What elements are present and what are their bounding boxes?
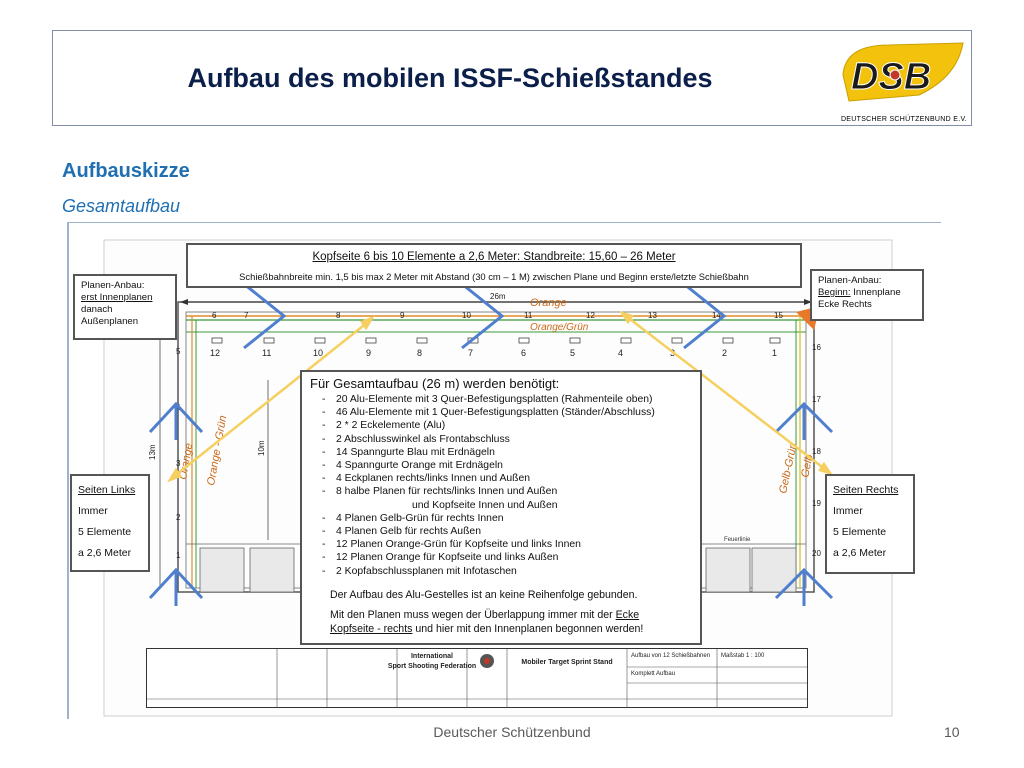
planen-left-l3: danach [81,304,113,315]
left-num: 5 [176,347,181,356]
note2-part-d: und hier mit den Innenplanen begonnen we… [412,622,644,635]
planen-left-box: Planen-Anbau: erst Innenplanen danach Au… [73,274,177,340]
seiten-rechts-l4: a 2,6 Meter [833,547,887,559]
list-item: 46 Alu-Elemente mit 1 Quer-Befestigungsp… [322,406,692,419]
footer-text: Deutscher Schützenbund [433,724,591,740]
planen-left-l4: Außenplanen [81,316,139,327]
lane-num: 1 [772,348,777,358]
top-num: 13 [648,311,657,320]
note2-part-c: Kopfseite - rechts [330,622,413,635]
top-num: 12 [586,311,595,320]
dim-left2: 10m [257,440,266,456]
seiten-links-l1: Seiten Links [78,484,136,496]
seiten-rechts-l1: Seiten Rechts [833,484,899,496]
list-item: 4 Planen Gelb für rechts Außen [322,525,692,538]
lane-num: 4 [618,348,623,358]
hand-orange-top: Orange [530,297,567,309]
top-num: 6 [212,311,217,320]
logo-subtext: DEUTSCHER SCHÜTZENBUND E.V. [840,116,968,123]
top-box: Kopfseite 6 bis 10 Elemente a 2,6 Meter:… [186,243,802,288]
feuerlinie-label: Feuerlinie [724,537,751,543]
svg-text:DSB: DSB [851,56,931,98]
left-num: 1 [176,551,181,560]
list-item: 4 Planen Gelb-Grün für rechts Innen [322,512,692,525]
list-item: 4 Spanngurte Orange mit Erdnägeln [322,459,692,472]
list-item: 8 halbe Planen für rechts/links Innen un… [322,485,692,498]
seiten-links-l2: Immer [78,505,108,517]
list-item: 4 Eckplanen rechts/links Innen und Außen [322,472,692,485]
planen-left-l1: Planen-Anbau: [81,280,145,291]
left-num: 3 [176,459,181,468]
top-num: 9 [400,311,405,320]
lane-num: 11 [262,348,271,358]
list-item: 14 Spanngurte Blau mit Erdnägeln [322,446,692,459]
section-title: Aufbauskizze [62,160,190,182]
requirements-list: 20 Alu-Elemente mit 3 Quer-Befestigungsp… [310,393,692,578]
list-item: 12 Planen Orange-Grün für Kopfseite und … [322,538,692,551]
lane-num: 7 [468,348,473,358]
requirements-note2: Mit den Planen muss wegen der Überlappun… [330,608,692,636]
drawing-title-block: International Sport Shooting Federation … [146,648,808,708]
note2-part-b: Ecke [615,608,640,621]
tb-name: Mobiler Target Sprint Stand [521,659,613,666]
top-num: 11 [524,311,533,320]
top-num: 10 [462,311,471,320]
top-num: 7 [244,311,249,320]
lane-num: 2 [722,348,727,358]
planen-left-l2: erst Innenplanen [81,292,153,303]
lane-num: 10 [313,348,323,358]
top-num: 8 [336,311,341,320]
right-num: 17 [812,395,821,404]
page-number: 10 [944,724,960,740]
header-box: Aufbau des mobilen ISSF-Schießstandes DS… [52,30,972,126]
section-subtitle: Gesamtaufbau [62,196,181,216]
right-num: 16 [812,343,821,352]
planen-right-l3: Innenplane [850,287,901,298]
lane-num: 8 [417,348,422,358]
tb-scale: Maßstab 1 : 100 [721,653,765,659]
seiten-links-l4: a 2,6 Meter [78,547,132,559]
lane-num: 9 [366,348,371,358]
lane-num: 5 [570,348,575,358]
top-box-line2: Schießbahnbreite min. 1,5 bis max 2 Mete… [239,270,749,282]
planen-right-l1: Planen-Anbau: [818,275,882,286]
tb-org1: International [410,653,453,660]
seiten-rechts-l3: 5 Elemente [833,526,887,538]
seiten-rechts-box: Seiten Rechts Immer 5 Elemente a 2,6 Met… [825,474,915,574]
list-item: und Kopfseite Innen und Außen [412,499,558,511]
lane-num: 12 [210,348,220,358]
right-num: 19 [812,499,821,508]
tb-desc2: Komplett Aufbau [631,671,676,677]
list-item: 20 Alu-Elemente mit 3 Quer-Befestigungsp… [322,393,692,406]
planen-right-l2: Beginn: [818,287,851,298]
list-item: 2 * 2 Eckelemente (Alu) [322,419,692,432]
seiten-links-box: Seiten Links Immer 5 Elemente a 2,6 Mete… [70,474,150,572]
hand-orange-gruen: Orange/Grün [530,322,589,333]
seiten-rechts-l2: Immer [833,505,863,517]
planen-right-l4: Ecke Rechts [818,299,872,310]
tb-desc1: Aufbau von 12 Schießbahnen [631,653,711,659]
top-box-line1: Kopfseite 6 bis 10 Elemente a 2,6 Meter:… [312,251,676,263]
top-num: 14 [712,311,721,320]
dim-top: 26m [490,292,506,301]
seiten-links-l3: 5 Elemente [78,526,132,538]
left-num: 2 [176,513,181,522]
list-item: 2 Abschlusswinkel als Frontabschluss [322,433,692,446]
requirements-note1: Der Aufbau des Alu-Gestelles ist an kein… [330,588,638,601]
lane-num: 6 [521,348,526,358]
list-item: 12 Planen Orange für Kopfseite und links… [322,551,692,564]
right-num: 20 [812,549,821,558]
requirements-box: Für Gesamtaufbau (26 m) werden benötigt:… [300,370,702,645]
list-item: 2 Kopfabschlussplanen mit Infotaschen [322,565,692,578]
dsb-logo: DSB DEUTSCHER SCHÜTZENBUND E.V. [839,37,969,123]
tb-org2: Sport Shooting Federation [387,663,477,670]
note2-part-a: Mit den Planen muss wegen der Überlappun… [330,608,616,621]
right-num: 18 [812,447,821,456]
page-title: Aufbau des mobilen ISSF-Schießstandes [187,63,713,93]
requirements-heading: Für Gesamtaufbau (26 m) werden benötigt: [310,376,560,391]
planen-right-box: Planen-Anbau: Beginn: Innenplane Ecke Re… [810,269,924,321]
top-num: 15 [774,311,783,320]
dim-left1: 13m [148,444,157,460]
